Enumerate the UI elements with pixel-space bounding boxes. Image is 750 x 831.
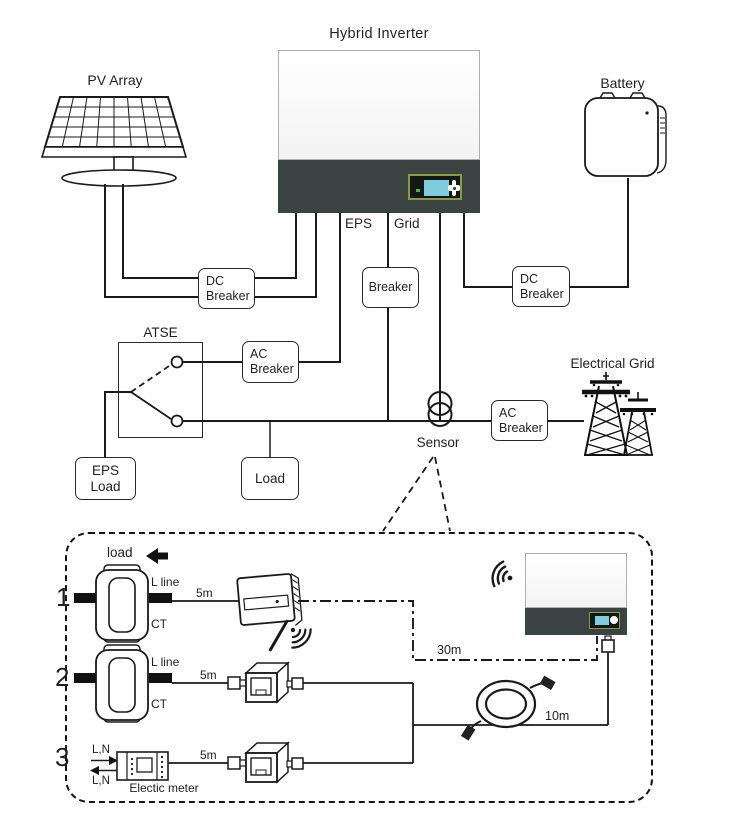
wireless-30m-label: 30m <box>437 643 462 657</box>
pv-wire-plus <box>122 184 297 279</box>
ac-breaker-grid-label: AC Breaker <box>499 405 543 435</box>
electric-meter-icon <box>116 751 169 781</box>
battery-label: Battery <box>600 75 645 91</box>
inverter-small-front <box>525 553 627 608</box>
electrical-grid-label: Electrical Grid <box>570 356 655 371</box>
diagram-title: Hybrid Inverter <box>329 26 429 42</box>
status-led <box>416 189 420 192</box>
atse-label: ATSE <box>143 325 178 340</box>
sensor-label: Sensor <box>416 435 460 450</box>
load-box: Load <box>241 457 299 500</box>
inverter-small-device <box>525 553 627 635</box>
wifi-icon-row1 <box>290 627 312 649</box>
electric-meter-label: Electic meter <box>129 781 199 795</box>
hybrid-inverter-device <box>278 50 480 213</box>
row3-5m-label: 5m <box>200 748 217 762</box>
row2-5m-label: 5m <box>200 668 217 682</box>
ct-clamp-row2-icon <box>74 644 172 723</box>
row2-lline-label: L line <box>151 655 180 669</box>
grid-breaker-box: Breaker <box>362 267 419 308</box>
rj45-coupler-row2-icon <box>227 661 304 704</box>
ac-breaker-grid-box: AC Breaker <box>491 400 548 441</box>
eps-load-label: EPS Load <box>90 462 121 494</box>
row3-ln-in-label: L,N <box>92 744 110 756</box>
wireless-30m-path <box>298 600 598 661</box>
wifi-icon-inverter <box>491 560 513 588</box>
row3-number: 3 <box>55 742 70 772</box>
battery-icon <box>584 92 667 177</box>
lcd-screen-small <box>595 616 609 625</box>
meter-arrows <box>90 756 118 775</box>
sensor-detail-box <box>65 532 653 803</box>
inverter-front-panel <box>278 50 480 160</box>
detail-load-label: load <box>107 545 133 560</box>
row3-ln-out-label: L,N <box>92 775 110 787</box>
atse-switch-icon <box>130 355 184 428</box>
pv-array-label: PV Array <box>87 72 143 88</box>
row1-number: 1 <box>56 582 71 612</box>
row1-5m-label: 5m <box>196 586 213 600</box>
row2-ct-label: CT <box>151 697 167 711</box>
dc-breaker-battery-label: DC Breaker <box>520 271 564 301</box>
rj45-coupler-row3-icon <box>227 741 304 784</box>
sensor-callout-lines <box>382 456 451 532</box>
inverter-small-display <box>589 612 620 629</box>
eps-wire <box>183 213 341 363</box>
eps-load-box: EPS Load <box>75 457 136 500</box>
sensor-ct-icon <box>427 391 453 427</box>
ac-breaker-eps-box: AC Breaker <box>242 341 299 383</box>
usb-plug-icon <box>601 635 615 653</box>
eps-load-wire <box>104 391 131 457</box>
inverter-display <box>408 174 462 200</box>
cable-coil-icon <box>460 675 556 741</box>
round-button <box>610 616 618 624</box>
row2-number: 2 <box>55 662 70 692</box>
load-arrow-icon <box>146 548 168 564</box>
grid-towers-icon <box>582 372 656 456</box>
pv-array-icon <box>40 96 188 187</box>
wireless-transmitter-icon <box>236 573 303 652</box>
dpad-buttons <box>448 180 460 196</box>
dc-breaker-pv-label: DC Breaker <box>206 273 250 303</box>
eps-port-label: EPS <box>345 216 373 231</box>
ct-clamp-row1-icon <box>74 564 172 643</box>
cable-10m-label: 10m <box>545 709 570 723</box>
row1-ct-label: CT <box>151 617 167 631</box>
grid-breaker-label: Breaker <box>368 280 413 295</box>
atse-box <box>118 342 203 438</box>
row1-lline-label: L line <box>151 575 180 589</box>
dc-breaker-battery-box: DC Breaker <box>512 266 570 307</box>
grid-port-label: Grid <box>394 216 420 231</box>
load-label: Load <box>254 470 286 486</box>
lcd-screen <box>424 180 449 196</box>
ac-breaker-eps-label: AC Breaker <box>250 347 294 376</box>
dc-breaker-pv-box: DC Breaker <box>198 268 255 309</box>
